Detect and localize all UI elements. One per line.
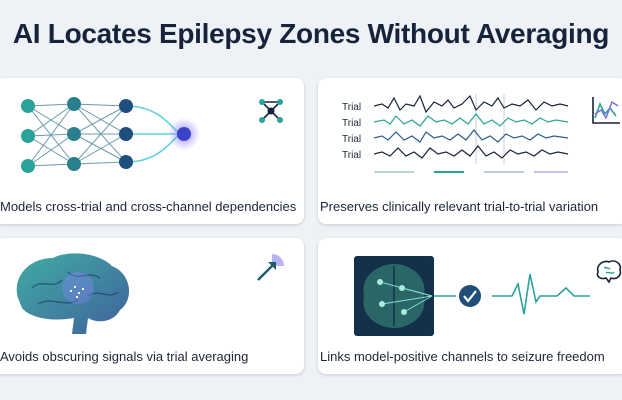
trial-label: Trial bbox=[342, 102, 362, 113]
caption-averaging: Avoids obscuring signals via trial avera… bbox=[0, 349, 249, 364]
trace-3 bbox=[374, 129, 569, 143]
arrow-icon bbox=[257, 254, 284, 281]
trial-traces bbox=[374, 94, 569, 173]
chart-icon bbox=[592, 97, 620, 124]
trace-4 bbox=[374, 145, 569, 159]
caption-dependencies: Models cross-trial and cross-channel dep… bbox=[0, 199, 297, 214]
brain-illustration bbox=[16, 253, 130, 334]
trace-2 bbox=[374, 113, 569, 127]
network-icon bbox=[259, 99, 283, 123]
caption-variation: Preserves clinically relevant trial-to-t… bbox=[320, 199, 599, 214]
trial-label: Trial bbox=[342, 134, 362, 145]
card-dependencies: Models cross-trial and cross-channel dep… bbox=[0, 78, 304, 224]
page-title: AI Locates Epilepsy Zones Without Averag… bbox=[12, 18, 610, 49]
card-averaging: Avoids obscuring signals via trial avera… bbox=[0, 238, 304, 374]
card-seizure-freedom: Links model-positive channels to seizure… bbox=[318, 238, 622, 374]
caption-seizure-freedom: Links model-positive channels to seizure… bbox=[320, 349, 605, 364]
trial-label: Trial bbox=[342, 118, 362, 129]
brain-scan-illustration bbox=[354, 256, 590, 336]
heartbeat-line bbox=[492, 273, 590, 315]
trial-labels: Trial Trial Trial Trial bbox=[342, 100, 361, 164]
brain-icon bbox=[596, 260, 622, 284]
neural-network-illustration bbox=[21, 97, 200, 173]
trial-label: Trial bbox=[342, 150, 362, 161]
trace-1 bbox=[374, 94, 569, 114]
card-variation: Trial Trial Trial Trial Preserves clinic… bbox=[318, 78, 622, 224]
check-icon bbox=[459, 285, 481, 307]
